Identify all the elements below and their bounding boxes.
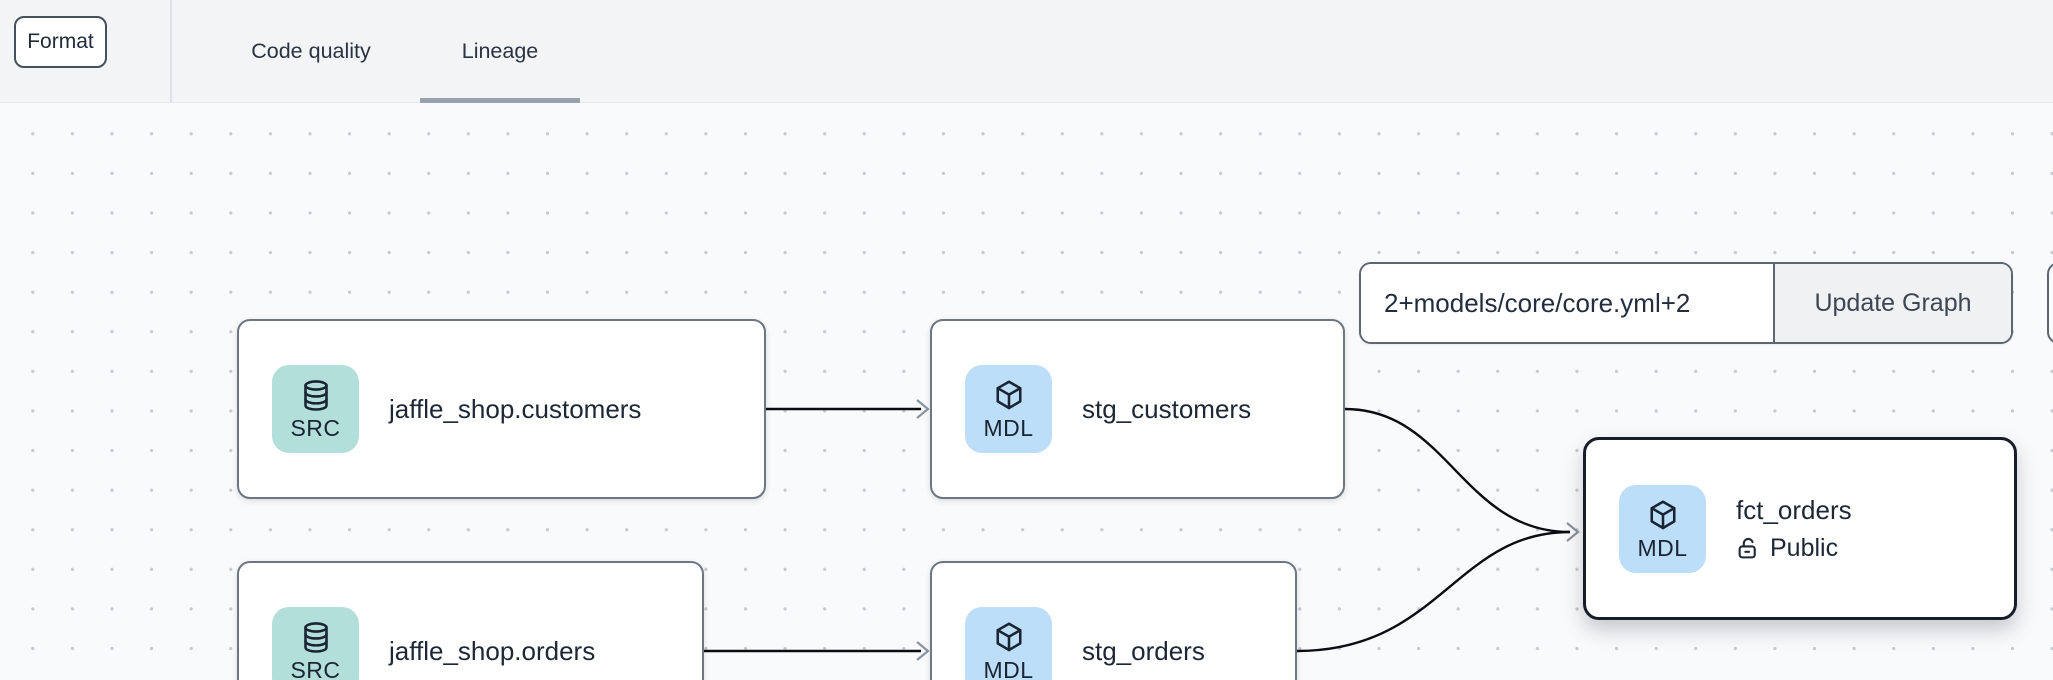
tab-lineage[interactable]: Lineage bbox=[461, 38, 539, 63]
tab-code-quality[interactable]: Code quality bbox=[251, 38, 371, 63]
lineage-selector-input[interactable] bbox=[1361, 264, 1773, 342]
database-icon bbox=[303, 380, 328, 411]
node-fct-orders[interactable]: MDL fct_orders Public bbox=[1583, 437, 2017, 620]
node-label: stg_orders bbox=[1082, 635, 1205, 666]
node-label: stg_customers bbox=[1082, 393, 1252, 424]
node-stg-orders[interactable]: MDL stg_orders bbox=[930, 561, 1297, 680]
badge-label: MDL bbox=[983, 657, 1034, 680]
database-icon bbox=[303, 622, 328, 653]
overflow-control-partial[interactable] bbox=[2047, 262, 2053, 344]
active-tab-indicator bbox=[420, 98, 580, 103]
update-graph-button[interactable]: Update Graph bbox=[1773, 264, 2011, 342]
badge-label: MDL bbox=[983, 415, 1034, 441]
node-label: jaffle_shop.orders bbox=[389, 635, 596, 666]
model-badge: MDL bbox=[965, 365, 1052, 453]
cube-icon bbox=[995, 622, 1022, 652]
unlock-icon bbox=[1738, 537, 1756, 558]
cube-icon bbox=[1649, 499, 1676, 529]
edge-stg-orders-to-fct-orders bbox=[1296, 530, 1571, 653]
model-badge: MDL bbox=[965, 607, 1052, 680]
lineage-canvas[interactable]: SRC jaffle_shop.customers MDL stg_custom… bbox=[0, 103, 2053, 680]
node-access-row: Public bbox=[1736, 534, 1852, 563]
badge-label: SRC bbox=[290, 415, 341, 441]
arrowhead-icon bbox=[916, 399, 930, 419]
node-jaffle-shop-orders[interactable]: SRC jaffle_shop.orders bbox=[237, 561, 704, 680]
access-label: Public bbox=[1770, 533, 1839, 562]
toolbar-divider bbox=[170, 0, 172, 103]
lineage-selector-group: Update Graph bbox=[1359, 262, 2013, 344]
model-badge: MDL bbox=[1619, 484, 1706, 573]
edge-stg-customers-to-fct-orders bbox=[1344, 407, 1571, 534]
toolbar: Format Code quality Lineage bbox=[0, 0, 2053, 103]
node-jaffle-shop-customers[interactable]: SRC jaffle_shop.customers bbox=[237, 319, 766, 499]
source-badge: SRC bbox=[272, 607, 359, 680]
arrowhead-icon bbox=[1566, 522, 1580, 542]
badge-label: SRC bbox=[290, 657, 341, 680]
format-button[interactable]: Format bbox=[14, 16, 107, 68]
badge-label: MDL bbox=[1637, 534, 1688, 561]
cube-icon bbox=[995, 380, 1022, 410]
arrowhead-icon bbox=[916, 641, 930, 661]
source-badge: SRC bbox=[272, 365, 359, 453]
node-stg-customers[interactable]: MDL stg_customers bbox=[930, 319, 1345, 499]
node-label: fct_orders bbox=[1736, 494, 1852, 525]
node-label: jaffle_shop.customers bbox=[389, 393, 642, 424]
